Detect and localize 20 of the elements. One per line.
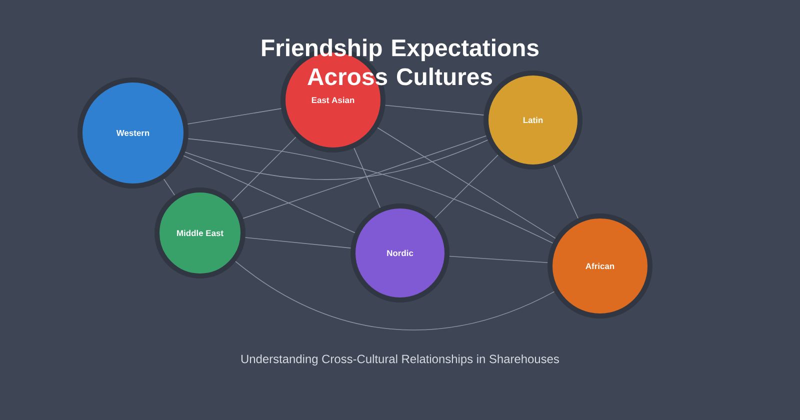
- circle-node: Middle East: [154, 188, 246, 278]
- connector-line: [235, 261, 555, 330]
- connector-line: [188, 138, 554, 244]
- circle-node: African: [548, 214, 652, 318]
- connector-line: [434, 154, 498, 218]
- connector-line: [449, 256, 548, 263]
- connector-line: [164, 178, 176, 196]
- connector-line: [232, 136, 296, 202]
- connector-line: [242, 136, 487, 219]
- connector-line: [184, 140, 488, 180]
- connector-line: [377, 127, 556, 239]
- connector-line: [384, 104, 484, 116]
- connector-line: [553, 164, 578, 219]
- connector-line: [244, 237, 352, 248]
- circle-node: Nordic: [350, 204, 450, 302]
- circle-node: Western: [78, 78, 188, 188]
- connector-line: [354, 148, 381, 208]
- caption: Understanding Cross-Cultural Relationships in Sharehouses: [241, 354, 559, 366]
- connector-line: [183, 155, 356, 234]
- connector-line: [187, 108, 282, 124]
